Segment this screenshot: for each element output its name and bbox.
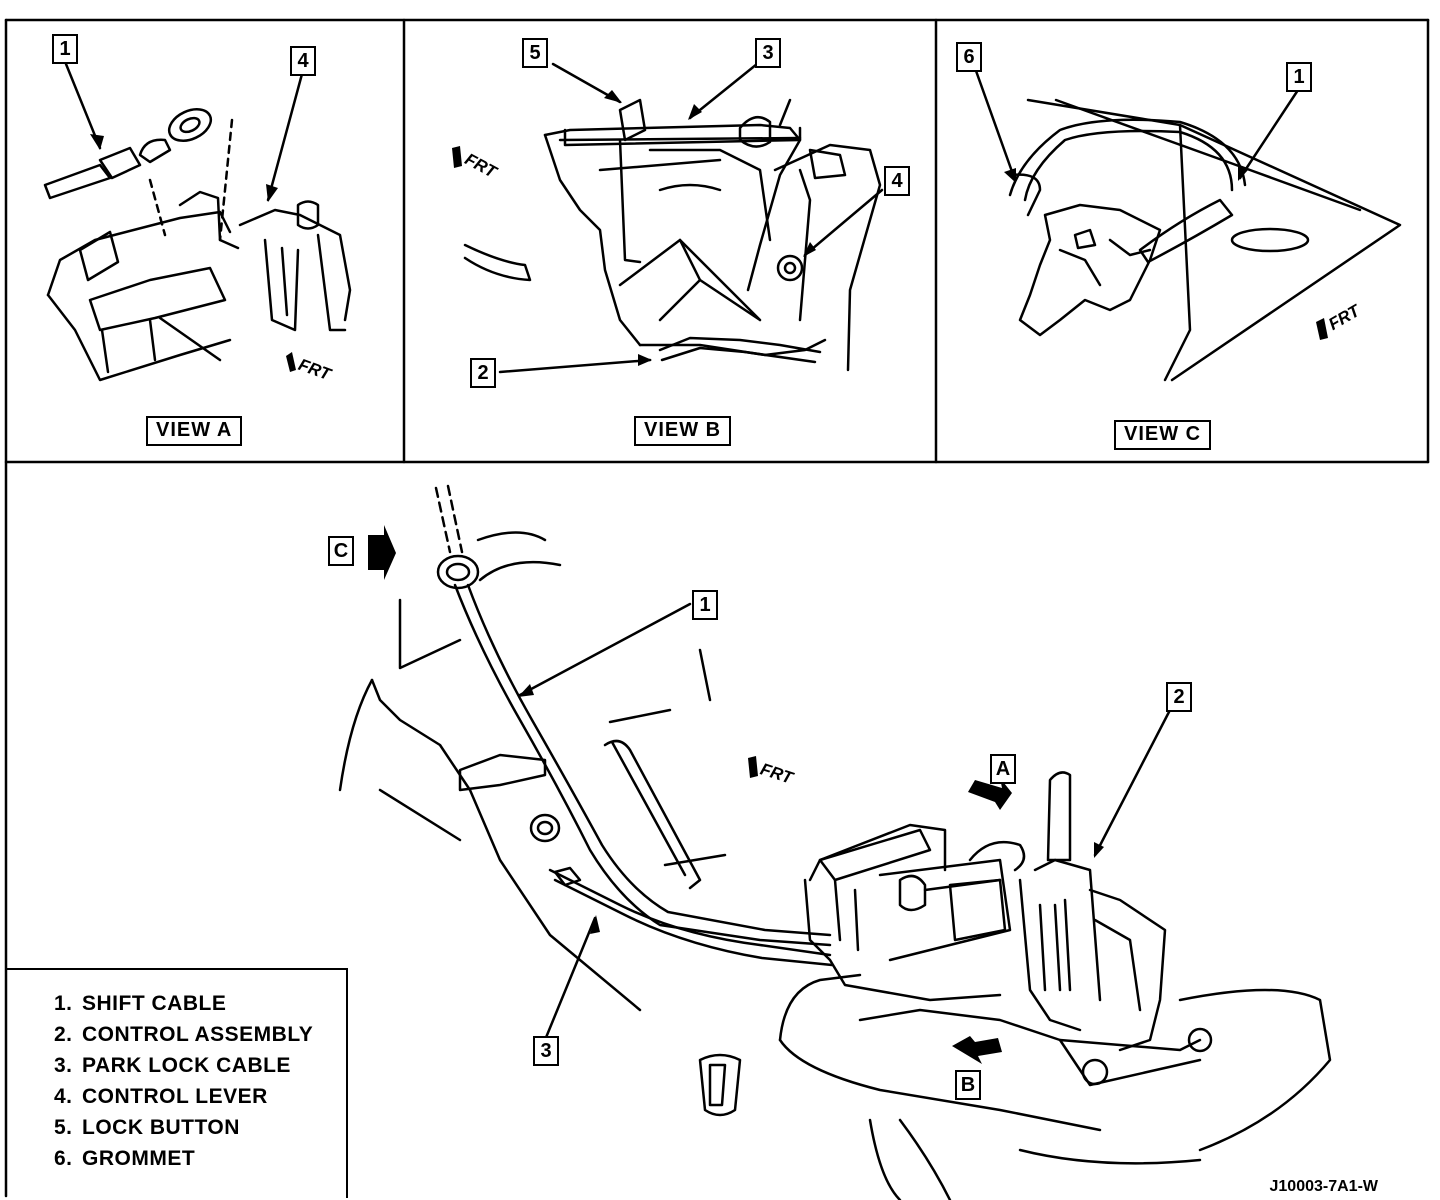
figure-code: J10003-7A1-W [1269,1178,1379,1195]
frt-arrow-c [1316,318,1328,340]
legend-box: 1. SHIFT CABLE 2. CONTROL ASSEMBLY 3. PARK … [6,968,348,1198]
legend-number: 4. [54,1085,73,1108]
callout-main-3: 3 [533,1036,559,1066]
view-b-label: VIEW B [634,416,732,446]
view-c-art [973,66,1402,382]
legend-number: 6. [54,1147,73,1170]
leader-arrowheads [90,90,1328,1064]
legend-number: 1. [54,992,73,1015]
legend-item: 4. CONTROL LEVER [54,1085,268,1109]
legend-item: 3. PARK LOCK CABLE [54,1054,291,1078]
view-a-art [43,62,352,382]
frt-arrow-b [452,146,462,168]
legend-item: 6. GROMMET [54,1147,195,1171]
callout-view-b-5: 5 [522,38,548,68]
frt-arrow-a [286,352,296,372]
legend-text: LOCK BUTTON [82,1116,240,1139]
callout-view-c-6: 6 [956,42,982,72]
frt-arrow-main [748,756,758,778]
legend-item: 5. LOCK BUTTON [54,1116,240,1140]
callout-view-c-1: 1 [1286,62,1312,92]
view-a-direction-arrow [968,778,1012,810]
view-a-label: VIEW A [146,416,243,446]
legend-item: 2. CONTROL ASSEMBLY [54,1023,313,1047]
legend-text: CONTROL ASSEMBLY [82,1023,314,1046]
view-b-direction-arrow [952,1036,1002,1064]
callout-view-b-3: 3 [755,38,781,68]
view-c-direction-arrow [368,525,396,580]
callout-view-a-1: 1 [52,34,78,64]
view-c-arrow-label: C [328,536,354,566]
legend-text: PARK LOCK CABLE [82,1054,291,1077]
callout-view-b-2: 2 [470,358,496,388]
legend-text: CONTROL LEVER [82,1085,268,1108]
view-b-arrow-label: B [955,1070,981,1100]
legend-text: SHIFT CABLE [82,992,227,1015]
view-c-label: VIEW C [1114,420,1212,450]
callout-view-a-4: 4 [290,46,316,76]
legend-number: 5. [54,1116,73,1139]
legend-text: GROMMET [82,1147,196,1170]
view-b-art [463,62,884,374]
legend-number: 2. [54,1023,73,1046]
main-view-art [338,484,1332,1200]
callout-main-1: 1 [692,590,718,620]
view-a-arrow-label: A [990,754,1016,784]
legend-item: 1. SHIFT CABLE [54,992,226,1016]
legend-number: 3. [54,1054,73,1077]
callout-view-b-4: 4 [884,166,910,196]
callout-main-2: 2 [1166,682,1192,712]
